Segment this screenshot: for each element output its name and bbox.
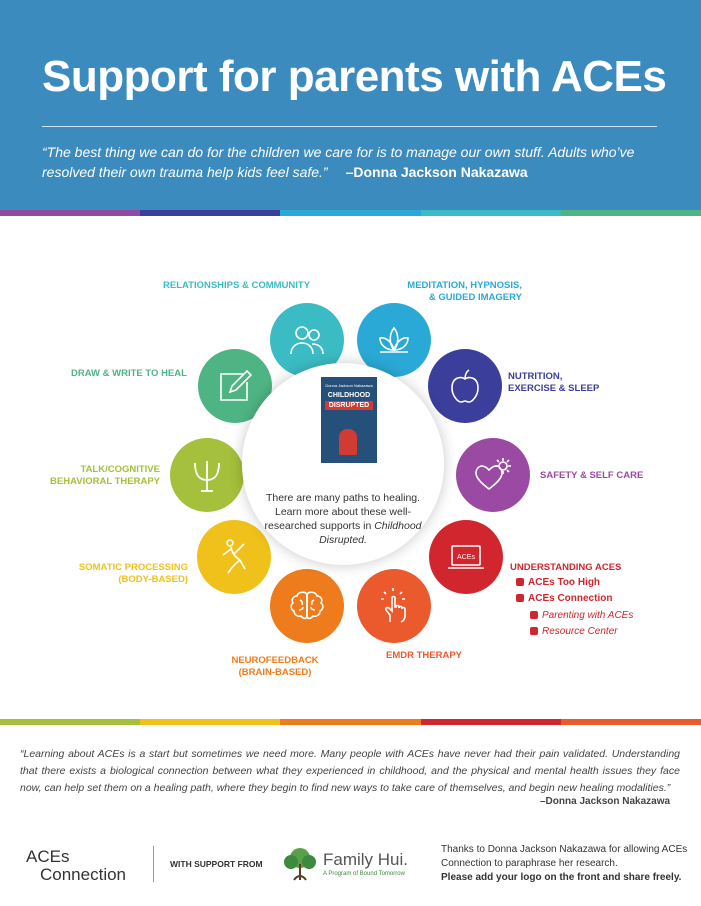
book-title-line2: DISRUPTED bbox=[325, 401, 373, 410]
label-somatic: SOMATIC PROCESSING (BODY-BASED) bbox=[60, 562, 188, 586]
label-safety: SAFETY & SELF CARE bbox=[540, 470, 644, 481]
thanks-text: Thanks to Donna Jackson Nakazawa for all… bbox=[441, 844, 688, 869]
header-divider bbox=[42, 126, 657, 127]
tapping-finger-icon bbox=[381, 588, 406, 623]
external-link-icon bbox=[530, 611, 538, 619]
label-nutrition-line2: EXERCISE & SLEEP bbox=[508, 383, 600, 394]
label-neurofeedback: NEUROFEEDBACK (BRAIN-BASED) bbox=[230, 655, 320, 679]
link-aces-connection-label: ACEs Connection bbox=[528, 593, 613, 604]
heart-sun-icon bbox=[475, 458, 511, 491]
talk-therapy-circle bbox=[170, 438, 244, 512]
label-draw-write: DRAW & WRITE TO HEAL bbox=[71, 368, 187, 379]
family-hui-subtitle: A Program of Bound Tomorrow bbox=[323, 871, 405, 877]
page-title: Support for parents with ACEs bbox=[42, 52, 667, 101]
label-talk-therapy: TALK/COGNITIVE BEHAVIORAL THERAPY bbox=[40, 464, 160, 488]
center-text-book-title: Childhood Disrupted. bbox=[319, 520, 422, 546]
book-cover: Donna Jackson Nakazawa CHILDHOOD DISRUPT… bbox=[321, 377, 377, 463]
logo-aces-text: ACEs bbox=[26, 847, 70, 866]
label-nutrition: NUTRITION, EXERCISE & SLEEP bbox=[508, 371, 599, 395]
label-emdr: EMDR THERAPY bbox=[386, 650, 463, 661]
book-author: Donna Jackson Nakazawa bbox=[325, 383, 373, 388]
family-hui-logo-text: Family Hui. bbox=[323, 850, 409, 869]
thanks-note: Thanks to Donna Jackson Nakazawa for all… bbox=[441, 843, 691, 885]
link-aces-too-high-label: ACEs Too High bbox=[528, 577, 601, 588]
meditation-circle bbox=[357, 303, 431, 377]
header-quote-text: “The best thing we can do for the childr… bbox=[42, 144, 635, 180]
link-parenting-with-aces[interactable]: Parenting with ACEs bbox=[530, 609, 633, 622]
bottom-quote: “Learning about ACEs is a start but some… bbox=[20, 748, 680, 794]
footer-divider bbox=[153, 846, 154, 882]
external-link-icon bbox=[530, 627, 538, 635]
laptop-icon: ACEs bbox=[448, 545, 484, 569]
center-text: There are many paths to healing. Learn m… bbox=[262, 491, 424, 547]
header-quote-author: –Donna Jackson Nakazawa bbox=[345, 164, 528, 180]
label-neurofeedback-line2: (BRAIN-BASED) bbox=[238, 667, 312, 678]
label-meditation-line1: MEDITATION, HYPNOSIS, bbox=[407, 280, 522, 291]
bottom-quote-author: –Donna Jackson Nakazawa bbox=[540, 796, 671, 807]
label-talk-line2: BEHAVIORAL THERAPY bbox=[50, 476, 160, 487]
label-neurofeedback-line1: NEUROFEEDBACK bbox=[231, 655, 319, 666]
label-somatic-line2: (BODY-BASED) bbox=[118, 574, 188, 585]
center-panel: Donna Jackson Nakazawa CHILDHOOD DISRUPT… bbox=[242, 363, 444, 565]
center-text-body: There are many paths to healing. Learn m… bbox=[264, 492, 421, 532]
lotus-icon bbox=[379, 326, 409, 353]
header-banner: Support for parents with ACEs “The best … bbox=[0, 0, 701, 210]
laptop-label: ACEs bbox=[457, 554, 475, 561]
label-relationships: RELATIONSHIPS & COMMUNITY bbox=[163, 280, 311, 291]
link-resource-center-label: Resource Center bbox=[542, 626, 618, 637]
psi-icon bbox=[194, 461, 220, 492]
header-quote: “The best thing we can do for the childr… bbox=[42, 142, 672, 182]
tree-icon bbox=[284, 848, 316, 881]
people-icon bbox=[290, 326, 324, 355]
understanding-circle: ACEs bbox=[429, 520, 503, 594]
neurofeedback-circle bbox=[270, 569, 344, 643]
emdr-circle bbox=[357, 569, 431, 643]
link-parenting-label: Parenting with ACEs bbox=[542, 610, 634, 621]
aces-connection-logo: ACEs Connection bbox=[26, 848, 126, 884]
label-meditation-line2: & GUIDED IMAGERY bbox=[428, 292, 522, 303]
add-logo-text: Please add your logo on the front and sh… bbox=[441, 872, 682, 883]
label-somatic-line1: SOMATIC PROCESSING bbox=[78, 562, 188, 573]
apple-icon bbox=[451, 369, 479, 403]
brain-icon bbox=[290, 591, 324, 620]
color-stripe-top bbox=[0, 210, 701, 216]
label-meditation: MEDITATION, HYPNOSIS, & GUIDED IMAGERY bbox=[394, 280, 522, 304]
relationships-circle bbox=[270, 303, 344, 377]
color-stripe-bottom bbox=[0, 719, 701, 725]
external-link-icon bbox=[516, 594, 524, 602]
with-support-label: WITH SUPPORT FROM bbox=[170, 859, 263, 869]
pencil-paper-icon bbox=[220, 369, 253, 401]
label-nutrition-line1: NUTRITION, bbox=[508, 371, 563, 382]
link-aces-too-high[interactable]: ACEs Too High bbox=[516, 576, 600, 589]
external-link-icon bbox=[516, 578, 524, 586]
logo-connection-text: Connection bbox=[40, 865, 127, 884]
safety-circle bbox=[456, 438, 530, 512]
label-understanding: UNDERSTANDING ACEs bbox=[510, 562, 622, 573]
nutrition-circle bbox=[428, 349, 502, 423]
book-title-line1: CHILDHOOD bbox=[327, 392, 371, 399]
somatic-circle bbox=[197, 520, 271, 594]
link-aces-connection[interactable]: ACEs Connection bbox=[516, 592, 612, 605]
label-talk-line1: TALK/COGNITIVE bbox=[80, 464, 160, 475]
dancing-figure-icon bbox=[222, 539, 246, 574]
link-resource-center[interactable]: Resource Center bbox=[530, 625, 618, 638]
book-figure-icon bbox=[339, 429, 357, 455]
